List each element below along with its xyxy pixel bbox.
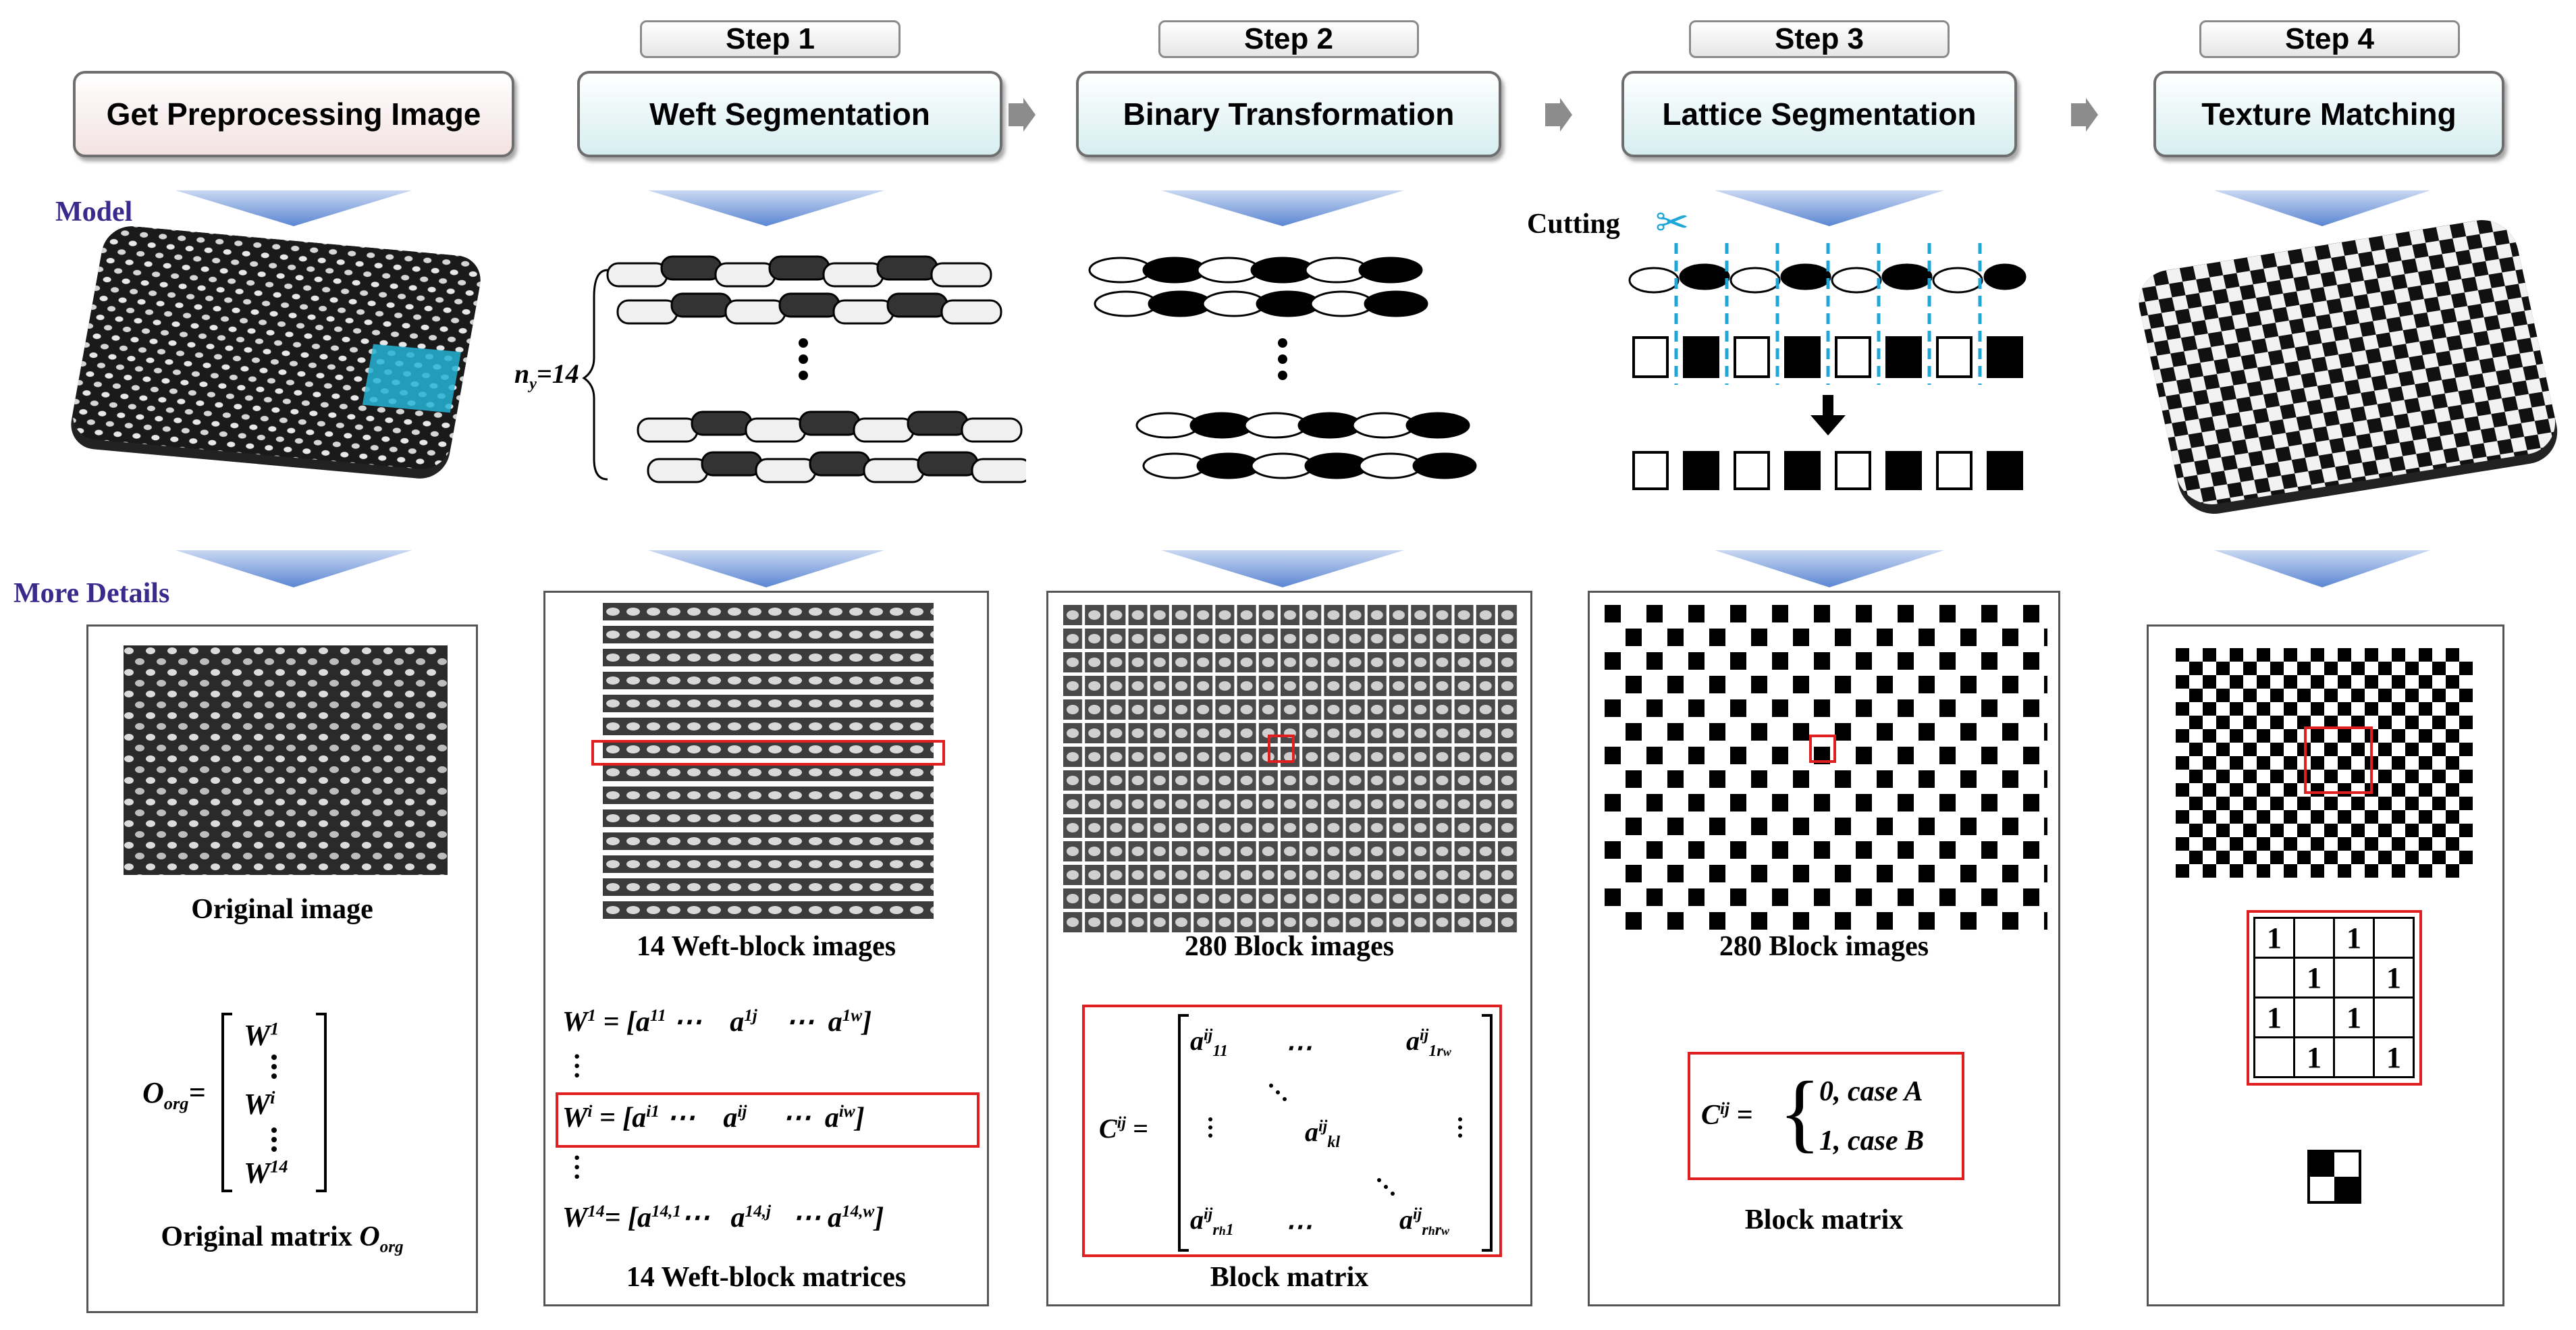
lattice-cutting-diagram — [1628, 243, 2027, 490]
panel-weft: 14 Weft-block images W1 = [a11 ⋯ a1j ⋯ a… — [543, 591, 989, 1306]
block-matrix-box — [1082, 1005, 1502, 1257]
header-get-preprocessing: Get Preprocessing Image — [73, 71, 514, 157]
block-images-grid — [1063, 605, 1520, 936]
step-tab-3: Step 3 — [1689, 20, 1950, 58]
texture-cell: 1 — [2293, 1036, 2335, 1078]
panel-original: Original image Oorg= W1 Wi W14 Original … — [86, 624, 478, 1313]
texture-cell: 1 — [2253, 917, 2295, 959]
texture-plate-model — [2139, 220, 2558, 514]
weft-matrix-row-1: W1 = [a11 ⋯ a1j ⋯ a1w] — [562, 1007, 872, 1038]
down-arrow-icon — [648, 550, 884, 587]
texture-cell — [2333, 1036, 2375, 1078]
arrow-right-icon — [2071, 98, 2098, 132]
texture-cell — [2253, 957, 2295, 999]
caption-block-images-2: 280 Block images — [1184, 931, 1395, 962]
down-arrow-icon — [1810, 395, 1846, 435]
down-arrow-icon — [176, 550, 412, 587]
down-arrow-icon — [1715, 550, 1944, 587]
caption-block-matrix-2: Block matrix — [1210, 1262, 1369, 1293]
header-binary-transformation: Binary Transformation — [1076, 71, 1501, 157]
texture-cell: 1 — [2293, 957, 2335, 999]
panel-binary: 280 Block images Cij = aij11 ⋯ aij1rw ai… — [1046, 591, 1532, 1306]
scissors-icon: ✂ — [1655, 200, 1690, 245]
highlight-binary-cell — [1809, 735, 1836, 763]
original-image — [124, 645, 448, 875]
texture-cell — [2373, 917, 2415, 959]
weft-strips-diagram — [582, 255, 1026, 483]
texture-matrix: 1 1 1 1 1 1 1 1 — [2253, 917, 2415, 1079]
step-tab-2: Step 2 — [1158, 20, 1419, 58]
texture-cell — [2293, 996, 2335, 1038]
caption-weft-matrices: 14 Weft-block matrices — [626, 1262, 907, 1293]
vertical-dots-icon: ··· — [572, 1142, 582, 1192]
down-arrow-icon — [1161, 190, 1404, 226]
step-tab-1: Step 1 — [640, 20, 901, 58]
arrow-right-icon — [1009, 98, 1036, 132]
highlight-weft-row — [591, 740, 945, 766]
down-arrow-icon — [1161, 550, 1404, 587]
binary-strips-diagram — [1088, 257, 1477, 479]
panel-lattice: 280 Block images Cij = { 0, case A 1, ca… — [1588, 591, 2060, 1306]
arrow-right-icon — [1545, 98, 1572, 132]
texture-cell: 1 — [2333, 996, 2375, 1038]
texture-cell: 1 — [2373, 957, 2415, 999]
texture-unit-icon — [2307, 1150, 2361, 1204]
block-matrix-equation: Cij = aij11 ⋯ aij1rw aijkl aijrh1 ⋯ aijr… — [1089, 1011, 1494, 1254]
texture-cell — [2373, 996, 2415, 1038]
caption-original-image: Original image — [191, 894, 373, 925]
header-weft-segmentation: Weft Segmentation — [577, 71, 1002, 157]
case-matrix-equation: Cij = { 0, case A 1, case B — [1701, 1064, 1925, 1161]
texture-matrix-box — [2247, 910, 2422, 1086]
panel-texture: 1 1 1 1 1 1 1 1 — [2147, 624, 2504, 1306]
highlight-weft-matrix-row — [556, 1092, 980, 1148]
texture-cell — [2333, 957, 2375, 999]
down-arrow-icon — [648, 190, 884, 226]
woven-plate-model — [71, 226, 481, 479]
vertical-dots-icon: ··· — [572, 1041, 582, 1090]
highlight-texture-window — [2304, 726, 2373, 794]
model-label: Model — [55, 196, 133, 228]
down-arrow-icon — [1715, 190, 1944, 226]
down-arrow-icon — [2214, 550, 2430, 587]
texture-cell — [2253, 1036, 2295, 1078]
header-texture-matching: Texture Matching — [2153, 71, 2504, 157]
ny-label: ny=14 — [514, 358, 579, 393]
highlight-block-cell — [1268, 735, 1295, 763]
cutting-label: Cutting — [1527, 209, 1620, 240]
caption-block-images-3: 280 Block images — [1719, 931, 1929, 962]
weft-matrix-row-14: W14= [a14,1⋯ a14,j ⋯ a14,w] — [562, 1202, 884, 1233]
texture-cell — [2293, 917, 2335, 959]
caption-weft-images: 14 Weft-block images — [636, 931, 896, 962]
binary-block-grid — [1605, 605, 2047, 936]
texture-checker-grid — [2176, 648, 2473, 878]
step-tab-4: Step 4 — [2199, 20, 2460, 58]
texture-cell: 1 — [2373, 1036, 2415, 1078]
header-lattice-segmentation: Lattice Segmentation — [1621, 71, 2017, 157]
texture-cell: 1 — [2333, 917, 2375, 959]
more-details-label: More Details — [14, 578, 170, 609]
weft-matrix-row-i: Wi = [ai1 ⋯ aij ⋯ aiw] — [562, 1102, 865, 1134]
caption-block-matrix-3: Block matrix — [1744, 1204, 1904, 1235]
case-matrix-box — [1688, 1052, 1964, 1180]
texture-cell: 1 — [2253, 996, 2295, 1038]
caption-original-matrix: Original matrix Oorg — [161, 1221, 404, 1256]
